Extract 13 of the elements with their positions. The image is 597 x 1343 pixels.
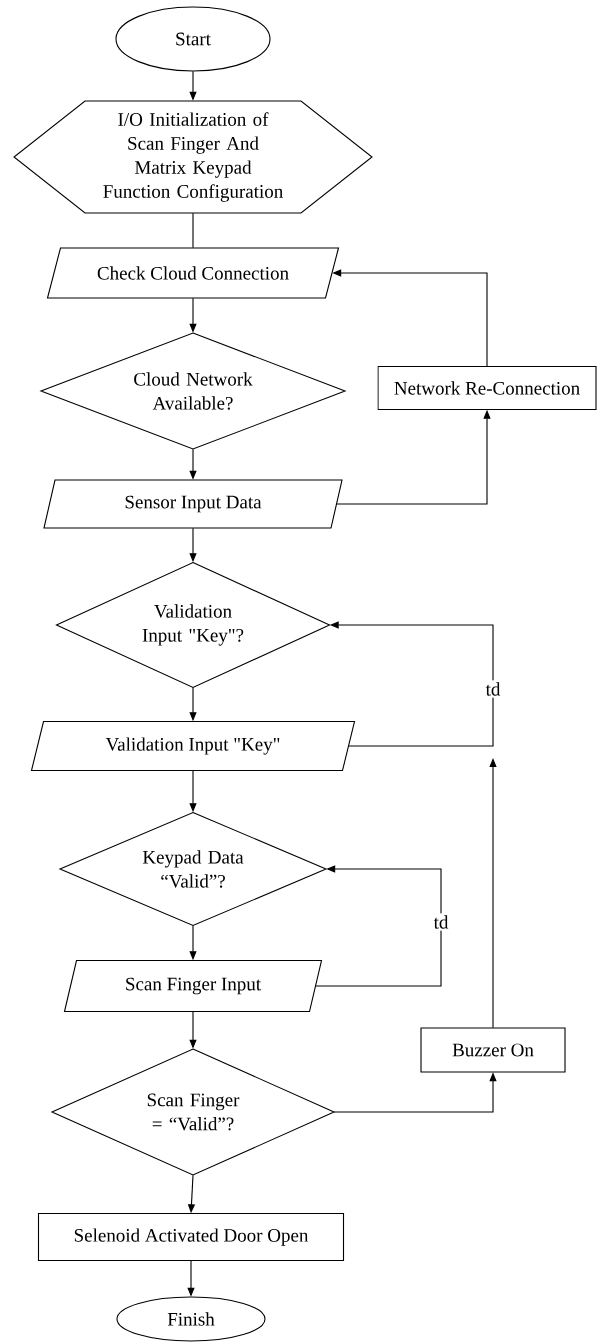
process-box: Selenoid Activated Door Open bbox=[37, 1212, 345, 1262]
process-box: Buzzer On bbox=[420, 1027, 566, 1073]
arrow bbox=[315, 865, 442, 987]
edge-label: td bbox=[431, 913, 451, 931]
end-oval: Finish bbox=[116, 1296, 266, 1342]
input-parallelogram: Check Cloud Connection bbox=[46, 247, 340, 299]
process-box: Network Re-Connection bbox=[377, 365, 597, 411]
preparation-hexagon: I/O Initialization of Scan Finger And Matrix Keypad Function Configuration bbox=[13, 100, 373, 214]
input-parallelogram: Scan Finger Input bbox=[63, 959, 323, 1013]
input-parallelogram: Sensor Input Data bbox=[43, 479, 343, 529]
edge-label: td bbox=[483, 680, 503, 698]
start-oval: Start bbox=[115, 6, 271, 72]
input-parallelogram: Validation Input "Key" bbox=[30, 720, 356, 772]
